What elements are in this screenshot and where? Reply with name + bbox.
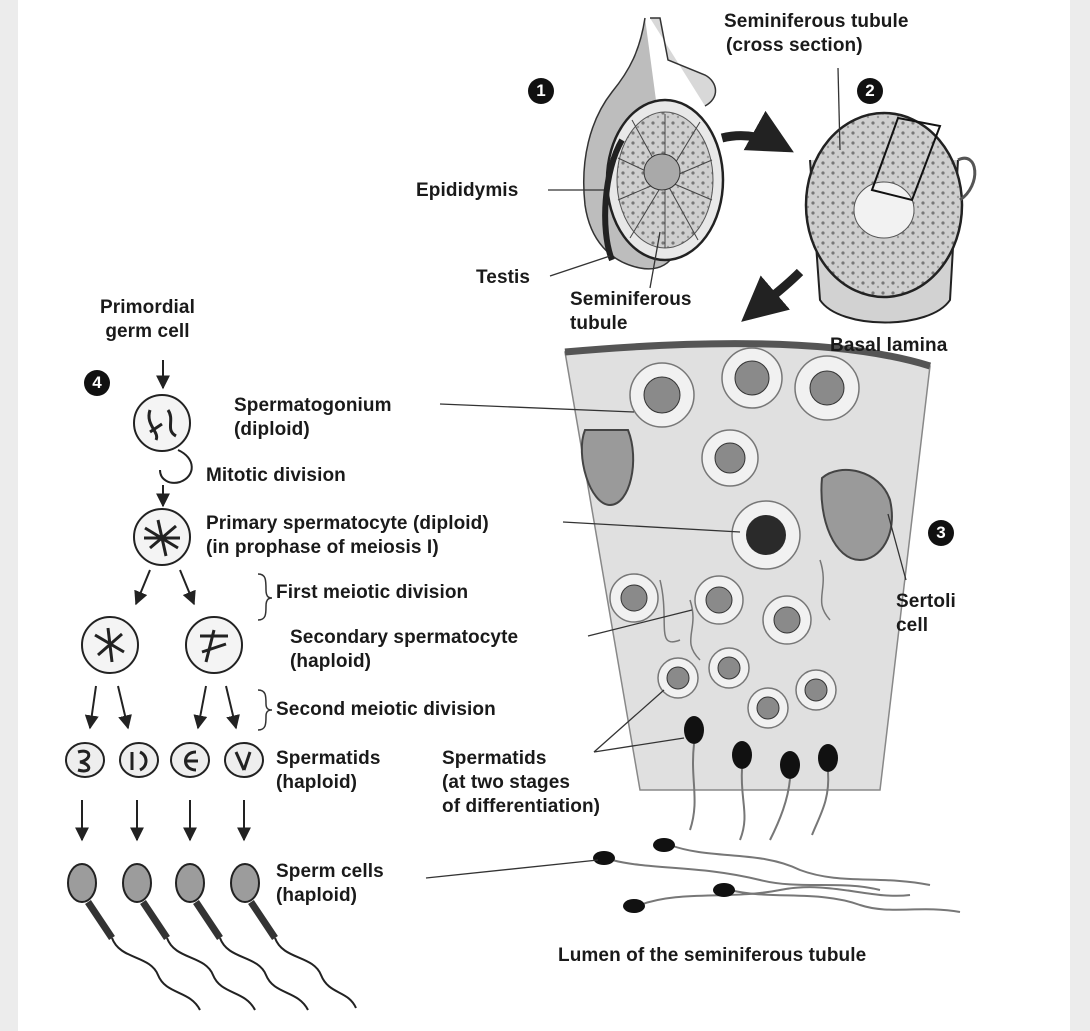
- arrow-to-cross-section: [722, 136, 786, 148]
- label-spermatogonium: Spermatogonium (diploid): [234, 394, 392, 442]
- arrow-to-tubule-wall: [748, 272, 800, 316]
- label-spermatids-two-stages: Spermatids (at two stages of differentia…: [442, 747, 600, 819]
- label-spermatids-haploid: Spermatids (haploid): [276, 747, 380, 795]
- label-testis: Testis: [476, 266, 530, 290]
- label-sperm-cells: Sperm cells (haploid): [276, 860, 384, 908]
- step-marker-2: 2: [857, 78, 883, 104]
- label-lumen: Lumen of the seminiferous tubule: [558, 944, 866, 968]
- step-marker-1: 1: [528, 78, 554, 104]
- label-seminiferous-tubule-cross-section: Seminiferous tubule (cross section): [724, 10, 909, 58]
- lumen-sperm-cluster: [593, 838, 960, 913]
- label-primary-spermatocyte: Primary spermatocyte (diploid) (in proph…: [206, 512, 489, 560]
- testis-illustration: [584, 18, 723, 269]
- label-mitotic-division: Mitotic division: [206, 464, 346, 488]
- division-braces: [258, 574, 272, 730]
- label-secondary-spermatocyte: Secondary spermatocyte (haploid): [290, 626, 518, 674]
- step-marker-3: 3: [928, 520, 954, 546]
- tubule-cross-section: [806, 113, 975, 323]
- label-first-meiotic-division: First meiotic division: [276, 581, 468, 605]
- label-primordial-germ-cell: Primordial germ cell: [100, 296, 195, 344]
- tubule-wall-section: [565, 344, 930, 840]
- label-sertoli-cell: Sertoli cell: [896, 590, 956, 638]
- label-seminiferous-tubule: Seminiferous tubule: [570, 288, 692, 336]
- label-basal-lamina: Basal lamina: [830, 334, 947, 358]
- label-epididymis: Epididymis: [416, 179, 518, 203]
- label-second-meiotic-division: Second meiotic division: [276, 698, 496, 722]
- step-marker-4: 4: [84, 370, 110, 396]
